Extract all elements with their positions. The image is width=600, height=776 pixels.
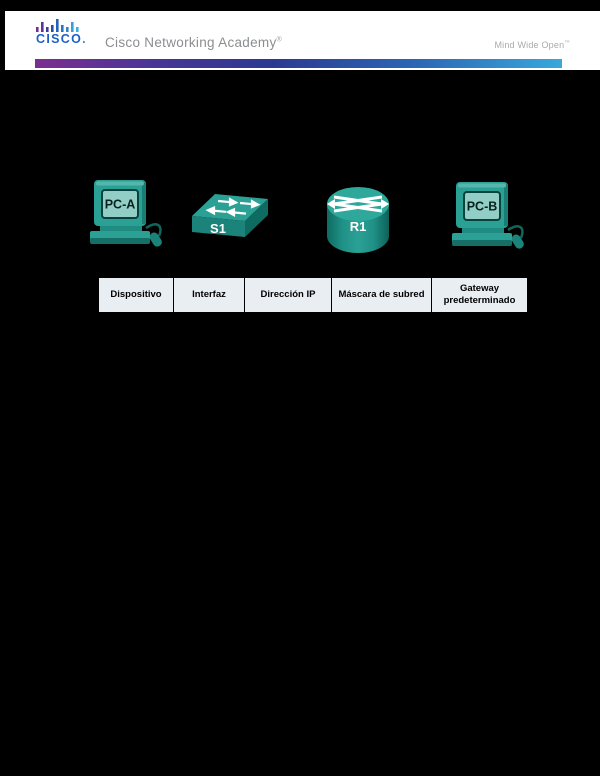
tagline: Mind Wide Open™ <box>494 40 570 50</box>
device-label-pc-b: PC-B <box>467 200 498 214</box>
mouse-icon <box>511 234 524 249</box>
addressing-table-header-row: Dispositivo Interfaz Dirección IP Máscar… <box>98 277 528 313</box>
addressing-table: Dispositivo Interfaz Dirección IP Máscar… <box>98 277 528 313</box>
device-pc-a: PC-A <box>90 180 162 248</box>
device-pc-b: PC-B <box>452 182 524 250</box>
brand-title-text: Cisco Networking Academy <box>105 35 277 50</box>
header-divider-bar <box>35 59 562 68</box>
switch-icon: S1 <box>192 194 268 237</box>
cisco-logo-text: CISCO <box>36 32 83 46</box>
switch-arrows-icon <box>205 197 261 218</box>
column-header-interfaz: Interfaz <box>173 277 245 313</box>
column-header-gateway-predeterminado: Gateway predeterminado <box>431 277 528 313</box>
cisco-logo-dot: . <box>82 32 86 46</box>
registered-mark: ® <box>276 36 282 44</box>
router-arrows-icon <box>327 195 389 213</box>
mouse-icon <box>149 232 162 247</box>
device-r1: R1 <box>325 185 391 257</box>
cisco-bridge-bars-icon <box>36 19 79 32</box>
brand-title: Cisco Networking Academy® <box>105 35 282 50</box>
router-icon: R1 <box>327 187 389 253</box>
device-label-r1: R1 <box>350 219 367 234</box>
cisco-logo-wordmark: CISCO. <box>36 32 86 46</box>
device-label-pc-a: PC-A <box>105 198 136 212</box>
trademark-mark: ™ <box>564 40 570 46</box>
column-header-mascara-de-subred: Máscara de subred <box>331 277 432 313</box>
desktop-pc-icon: PC-B <box>452 182 524 249</box>
column-header-direccion-ip: Dirección IP <box>244 277 332 313</box>
desktop-pc-icon: PC-A <box>90 180 162 247</box>
tagline-text: Mind Wide Open <box>494 40 565 50</box>
device-label-s1: S1 <box>210 221 226 236</box>
column-header-dispositivo: Dispositivo <box>98 277 174 313</box>
device-s1: S1 <box>188 190 272 240</box>
